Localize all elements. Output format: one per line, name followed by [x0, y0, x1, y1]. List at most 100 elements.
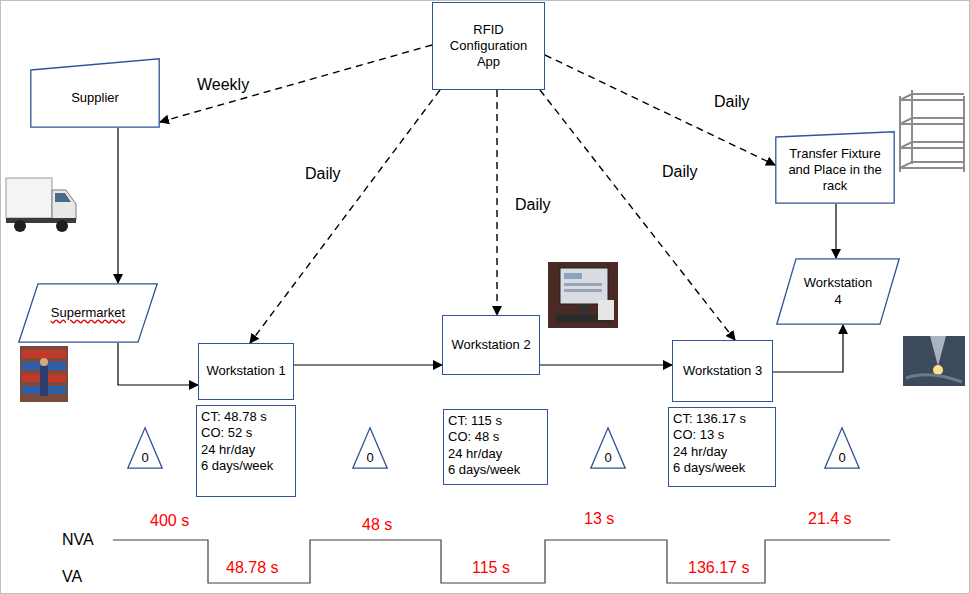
- outline: [19, 284, 157, 342]
- welding-picture: [903, 336, 965, 386]
- data-box: CT: 48.78 sCO: 52 s24 hr/day6 days/week: [196, 405, 296, 497]
- timeline-line: [113, 540, 890, 583]
- inventory-triangle: 0: [127, 427, 163, 469]
- information-flow: [545, 55, 775, 165]
- data-line: 24 hr/day: [201, 442, 291, 458]
- worker-head: [40, 358, 48, 366]
- welding-torch: [930, 336, 946, 366]
- data-line: 6 days/week: [448, 462, 543, 478]
- warehouse-picture: [20, 346, 68, 402]
- text-holder: CT: 136.17 sCO: 13 s24 hr/day6 days/week: [673, 411, 771, 476]
- welding-ground: [903, 336, 965, 386]
- text-holder: Workstation 4: [800, 275, 876, 308]
- time-value: 13 s: [584, 510, 614, 528]
- process-box: Workstation 3: [672, 340, 773, 402]
- node-text: 0: [129, 450, 161, 466]
- data-line: 24 hr/day: [448, 446, 543, 462]
- hand: [598, 300, 614, 320]
- text-holder: 0: [592, 450, 624, 466]
- process-box: Workstation 2: [442, 315, 540, 375]
- text-holder: Supermarket: [42, 305, 134, 321]
- edge-label: Daily: [513, 196, 553, 214]
- node-text: Transfer Fixture and Place in the rack: [779, 146, 891, 195]
- rack-shelf: [900, 100, 964, 168]
- computer-screen: [560, 268, 608, 304]
- truck-body: [6, 178, 52, 218]
- data-line: CT: 48.78 s: [201, 409, 291, 425]
- data-line: 24 hr/day: [673, 444, 771, 460]
- computer-stand: [580, 304, 588, 314]
- time-value: 21.4 s: [808, 510, 852, 528]
- screen-detail: [564, 283, 602, 286]
- outline: [31, 59, 159, 127]
- rack-post: [900, 90, 964, 172]
- outline: [777, 259, 899, 324]
- welding-spark: [933, 365, 943, 375]
- computer-picture: [548, 262, 618, 328]
- text-holder: CT: 48.78 sCO: 52 s24 hr/day6 days/week: [201, 409, 291, 474]
- text-holder: Supplier: [34, 90, 156, 106]
- node-text: Workstation 1: [203, 363, 289, 379]
- truck-wheel: [56, 220, 68, 232]
- screen-detail: [564, 289, 602, 292]
- supplier-box: Supplier: [30, 58, 160, 128]
- truck-window: [55, 193, 71, 202]
- supermarket-shape: Supermarket: [18, 283, 158, 343]
- time-value: 136.17 s: [688, 559, 749, 577]
- material-flow: [118, 343, 198, 385]
- text-holder: 0: [354, 450, 386, 466]
- inventory-triangle: 0: [590, 427, 626, 469]
- inventory-triangle: 0: [352, 427, 388, 469]
- text-holder: RFID Configuration App: [437, 22, 540, 71]
- information-flow: [540, 90, 735, 340]
- edge-label: Daily: [303, 165, 343, 183]
- rack-picture: [900, 90, 964, 172]
- screen-detail: [564, 273, 582, 279]
- edge-label: Daily: [660, 163, 700, 181]
- truck-cab: [52, 190, 76, 220]
- material-flow: [773, 325, 843, 372]
- worker: [40, 366, 48, 396]
- material-flow: [540, 364, 672, 365]
- material-flow: [117, 128, 118, 283]
- outline: [776, 132, 894, 203]
- truck-wheel: [14, 220, 26, 232]
- data-line: CO: 48 s: [448, 429, 543, 445]
- text-holder: Workstation 1: [203, 363, 289, 379]
- data-line: CT: 136.17 s: [673, 411, 771, 427]
- node-text: Supermarket: [42, 305, 134, 321]
- app-box: RFID Configuration App: [432, 2, 545, 90]
- data-box: CT: 136.17 sCO: 13 s24 hr/day6 days/week: [668, 407, 776, 487]
- shelf: [22, 350, 66, 358]
- outline: [128, 428, 162, 468]
- information-flow: [496, 90, 497, 315]
- material-flow: [835, 204, 836, 258]
- text-holder: 0: [129, 450, 161, 466]
- time-value: 115 s: [472, 559, 510, 577]
- edge-label: Daily: [712, 93, 752, 111]
- node-text: Workstation 4: [800, 275, 876, 308]
- computer-ground: [548, 262, 618, 328]
- information-flow: [250, 90, 440, 343]
- data-line: 6 days/week: [201, 458, 291, 474]
- inventory-triangle: 0: [824, 427, 860, 469]
- data-box: CT: 115 sCO: 48 s24 hr/day6 days/week: [443, 409, 548, 485]
- rack-shelf: [900, 94, 964, 168]
- process-box: Workstation 1: [198, 343, 294, 400]
- row-label: NVA: [62, 531, 94, 549]
- data-line: CO: 13 s: [673, 427, 771, 443]
- node-text: Supplier: [34, 90, 156, 106]
- information-flow: [160, 45, 432, 122]
- outline: [825, 428, 859, 468]
- text-holder: Transfer Fixture and Place in the rack: [779, 146, 891, 195]
- row-label: VA: [62, 568, 82, 586]
- data-line: 6 days/week: [673, 460, 771, 476]
- edge-label: Weekly: [195, 76, 251, 94]
- time-value: 400 s: [150, 512, 189, 530]
- node-text: Workstation 3: [677, 363, 768, 379]
- data-line: CO: 52 s: [201, 425, 291, 441]
- text-holder: 0: [826, 450, 858, 466]
